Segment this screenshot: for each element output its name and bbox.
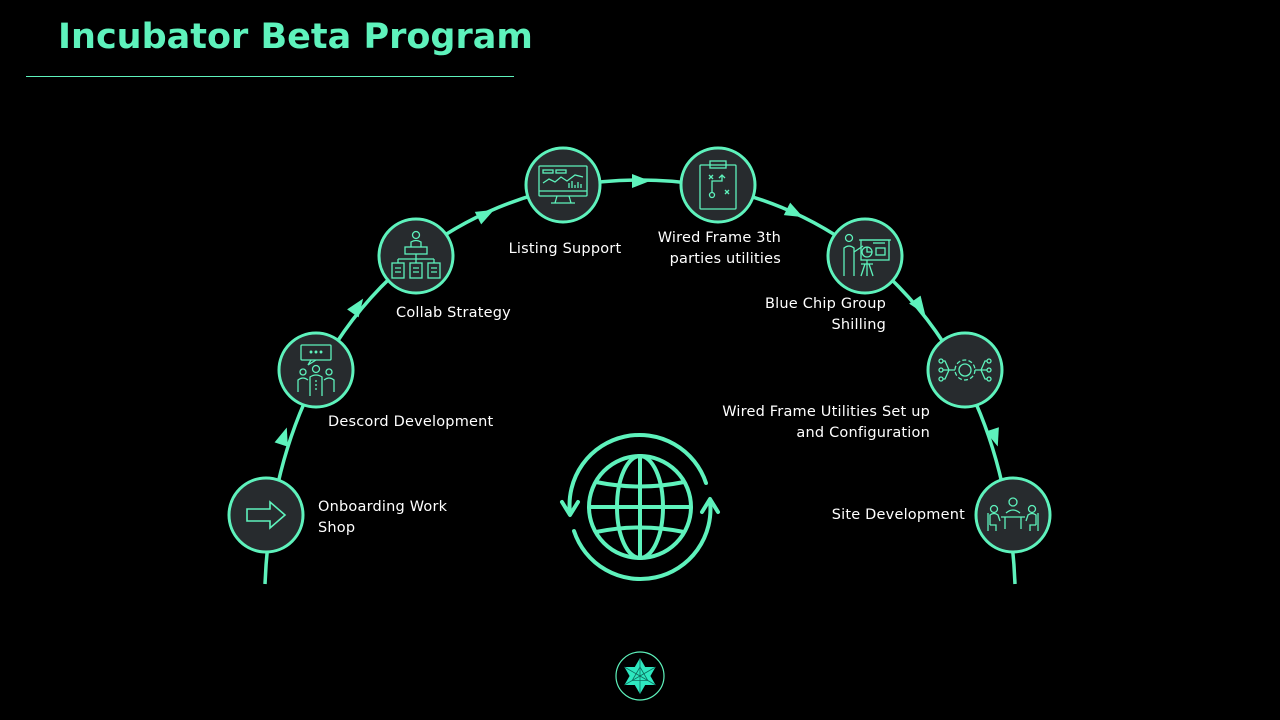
step-node-6 <box>826 217 904 295</box>
clipboard-strategy-icon <box>699 160 737 210</box>
step-label-6: Blue Chip Group Shilling <box>765 296 886 333</box>
step-node-7 <box>926 331 1004 409</box>
arc-arrow-3 <box>474 209 495 225</box>
globe-refresh-icon <box>560 432 720 582</box>
step-node-2 <box>277 331 355 409</box>
star-logo-icon <box>615 651 665 701</box>
step-node-1 <box>227 476 305 554</box>
step-label-5: Wired Frame 3th parties utilities <box>657 230 781 267</box>
monitor-chart-icon <box>538 165 588 204</box>
step-node-3 <box>377 217 455 295</box>
step-node-4 <box>524 146 602 224</box>
arc-arrow-1 <box>274 427 288 447</box>
arc-arrow-5 <box>783 202 804 218</box>
step-label-8: Site Development <box>831 507 965 523</box>
presentation-icon <box>843 233 891 277</box>
step-label-4: Listing Support <box>508 241 622 257</box>
step-label-3: Collab Strategy <box>396 305 511 321</box>
step-node-5 <box>679 146 757 224</box>
title-divider <box>26 76 514 77</box>
gear-network-icon <box>938 358 992 382</box>
arc-arrowheads <box>274 174 999 447</box>
arc-arrow-2 <box>347 298 364 318</box>
arc-arrow-7 <box>985 427 999 447</box>
meeting-table-icon <box>987 497 1039 531</box>
org-chart-icon <box>391 230 441 279</box>
page-title: Incubator Beta Program <box>58 17 533 57</box>
team-discussion-icon <box>297 344 335 396</box>
step-label-1: Onboarding Work Shop <box>318 499 448 536</box>
step-node-8 <box>974 476 1052 554</box>
arc-arrow-4 <box>632 174 650 188</box>
arc-arrow-6 <box>909 295 926 315</box>
step-label-7: Wired Frame Utilities Set up and Configu… <box>722 404 930 441</box>
step-label-2: Descord Development <box>328 414 494 430</box>
arrow-right-icon <box>246 500 287 530</box>
